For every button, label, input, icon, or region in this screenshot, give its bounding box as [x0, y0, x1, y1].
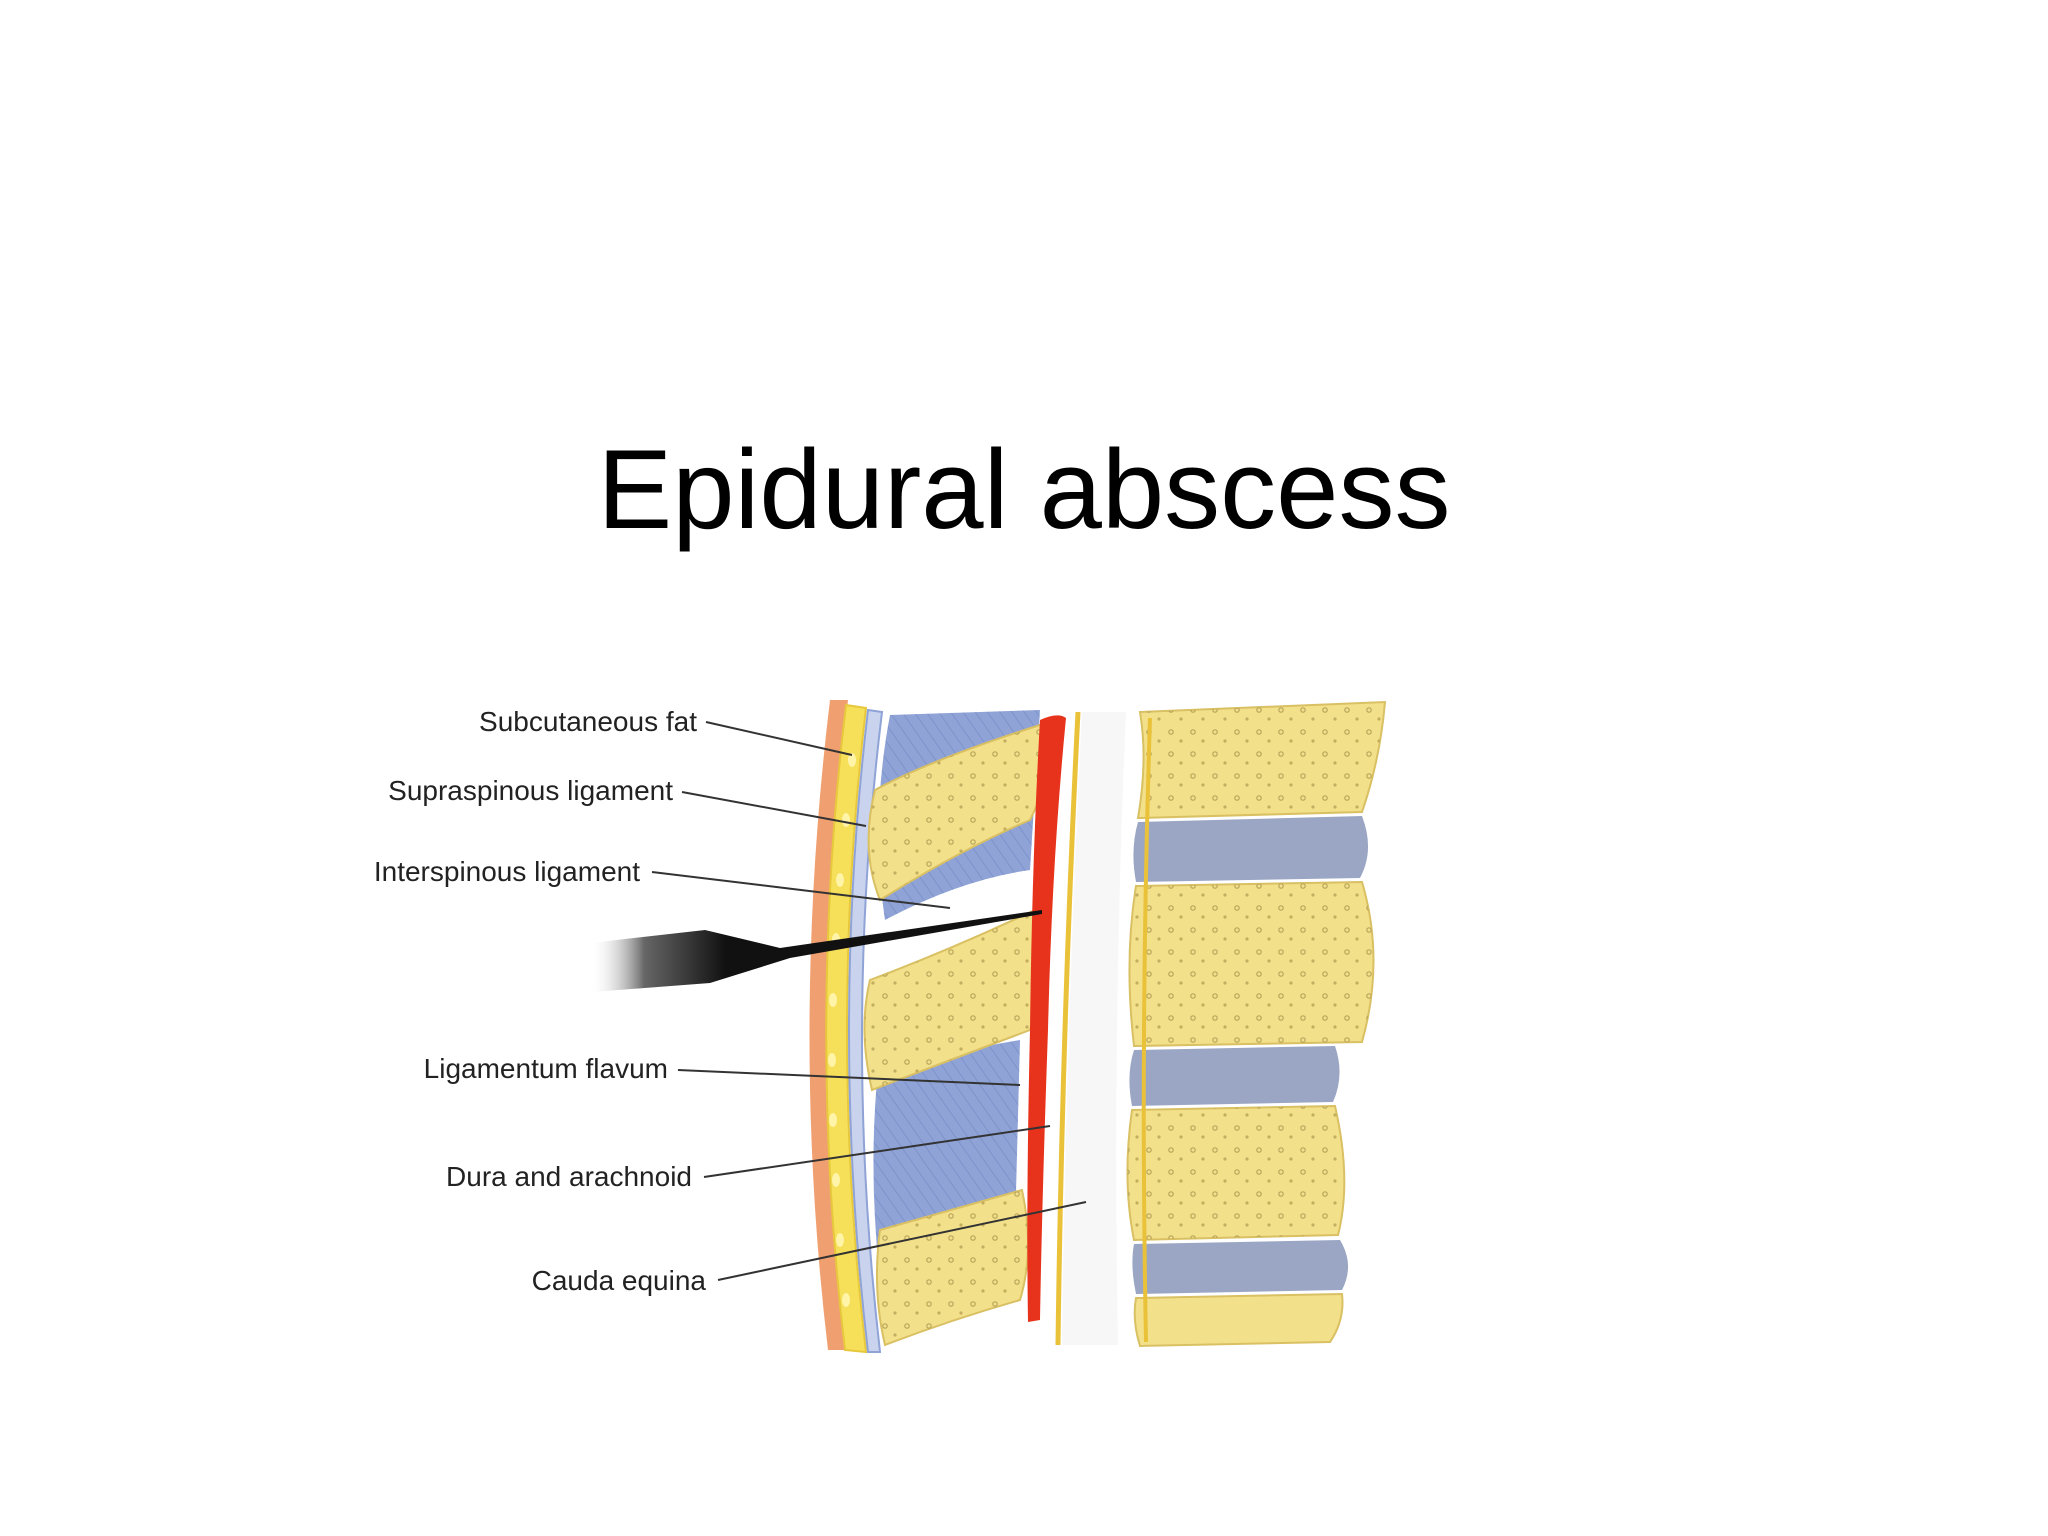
label-dura-and-arachnoid: Dura and arachnoid [446, 1161, 692, 1192]
fat-globules [828, 753, 856, 1307]
thecal-sac [1062, 712, 1126, 1345]
leader-lines [651, 721, 1087, 1281]
epidural-space [1027, 715, 1066, 1322]
supraspinous-ligament-band [848, 708, 884, 1353]
label-interspinous-ligament: Interspinous ligament [374, 856, 640, 887]
label-ligamentum-flavum: Ligamentum flavum [424, 1053, 668, 1084]
spinous-processes [863, 723, 1049, 1347]
dura-membrane [1055, 711, 1081, 1346]
label-cauda-equina: Cauda equina [532, 1265, 707, 1296]
label-supraspinous-ligament: Supraspinous ligament [388, 775, 673, 806]
epidural-needle [590, 910, 1042, 992]
vertebral-column [1126, 700, 1387, 1348]
skin-layer [809, 700, 848, 1350]
slide-title: Epidural abscess [597, 427, 1451, 552]
subcutaneous-fat-layer [825, 703, 868, 1354]
label-subcutaneous-fat: Subcutaneous fat [479, 706, 697, 737]
